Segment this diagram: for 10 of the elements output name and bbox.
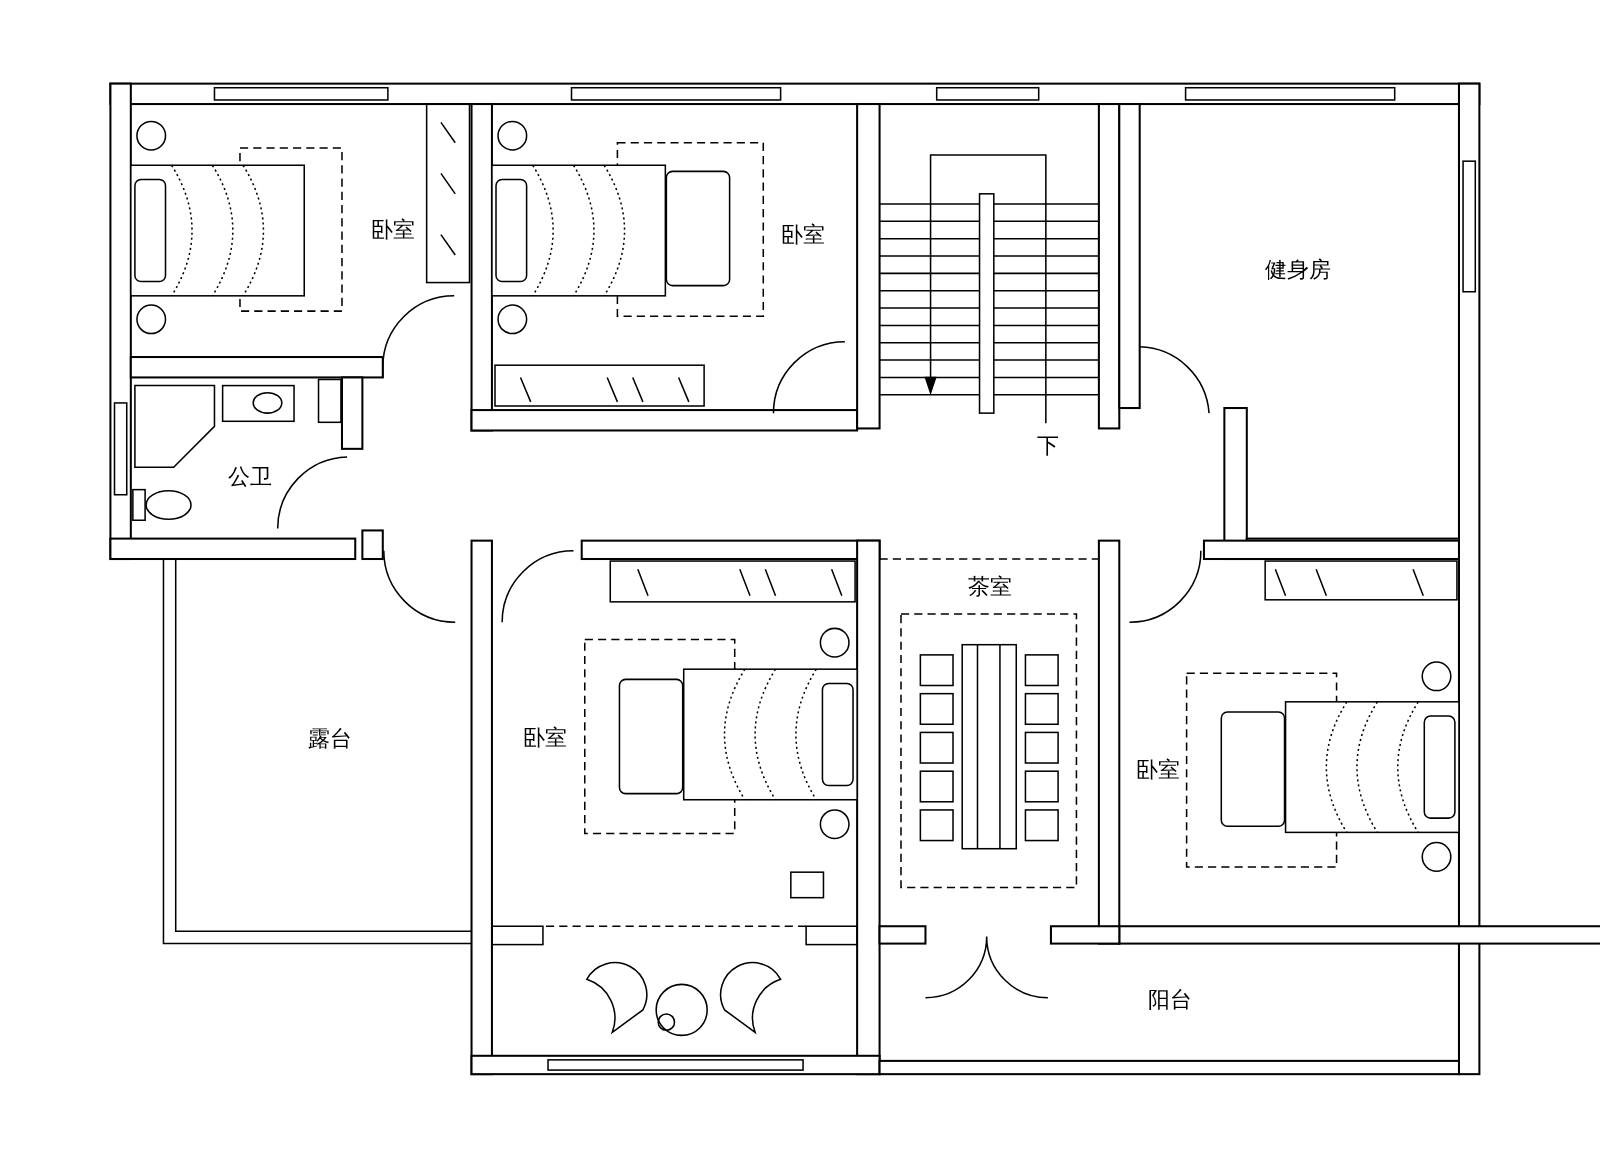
- room-label: 阳台: [1148, 988, 1193, 1011]
- room-label: 卧室: [781, 223, 826, 246]
- room-label: 茶室: [967, 575, 1012, 598]
- room-label: 健身房: [1264, 259, 1331, 282]
- room-label: 露台: [307, 727, 352, 750]
- room-label: 卧室: [1136, 759, 1181, 782]
- room-label: 卧室: [522, 726, 567, 749]
- room-label: 公卫: [228, 466, 272, 489]
- stair-direction-label: 下: [1036, 434, 1059, 457]
- room-label: 卧室: [370, 218, 415, 241]
